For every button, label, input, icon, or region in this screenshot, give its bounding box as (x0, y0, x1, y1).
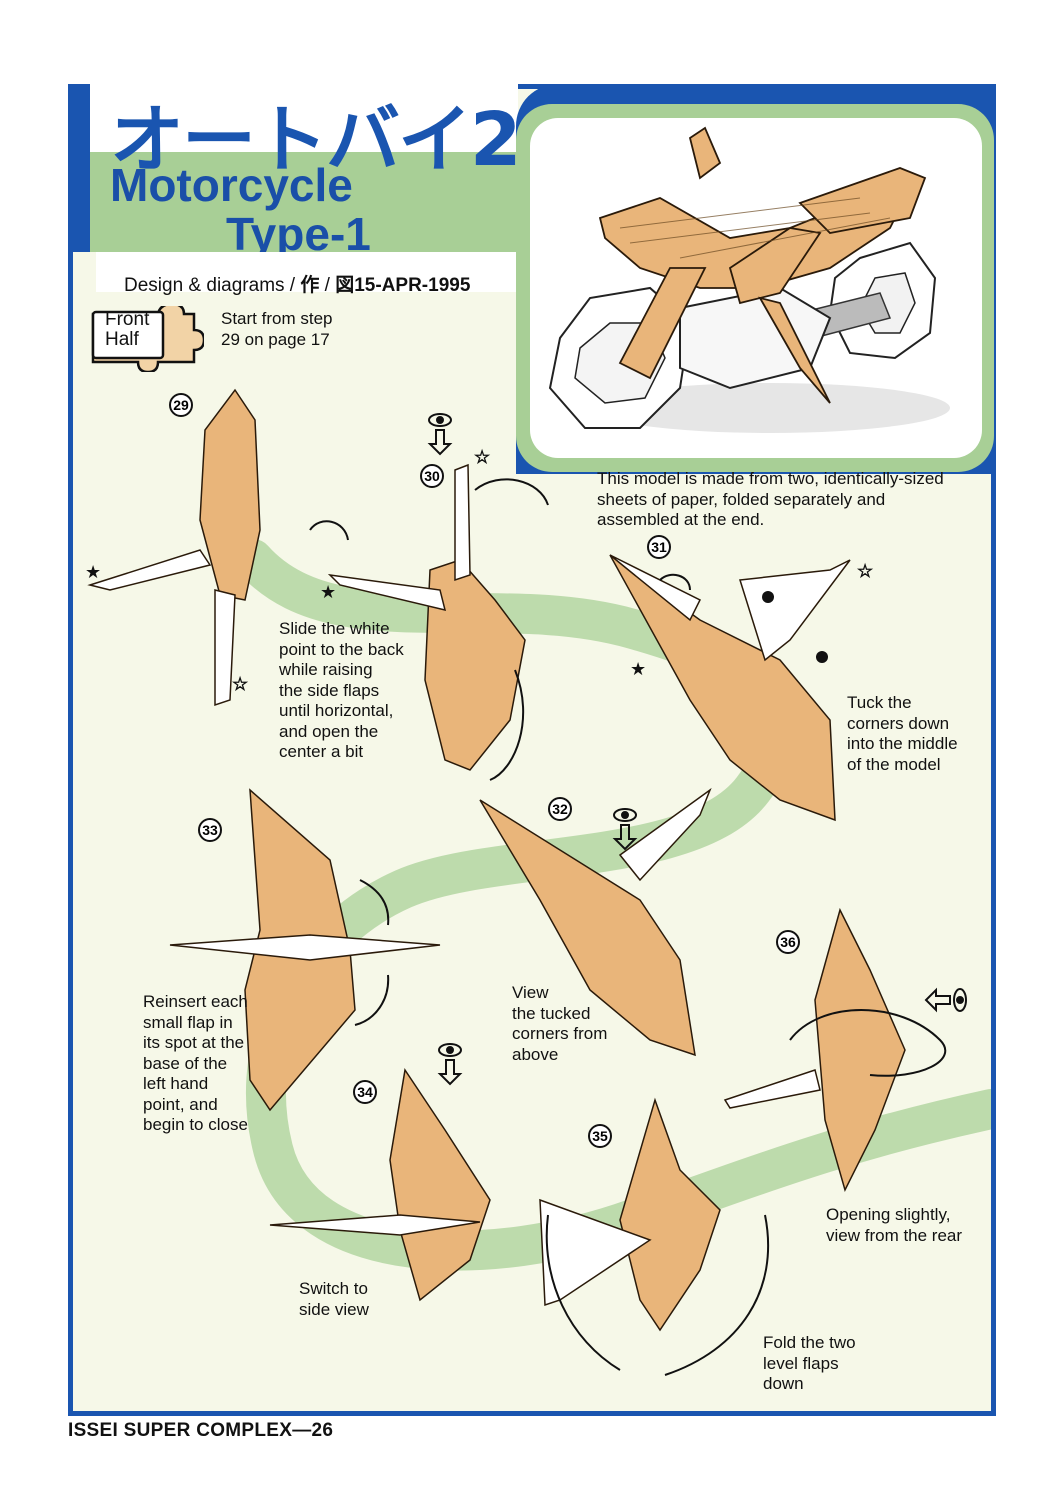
motorcycle-photo (548, 126, 950, 433)
star-icon: ★ (85, 562, 101, 583)
flip-arrow (309, 520, 349, 541)
step36-caption: Opening slightly, view from the rear (826, 1205, 963, 1245)
credit-kanji: 作 (300, 275, 320, 296)
step30-arrow (474, 478, 549, 506)
puzzle-badge-label: Front Half (105, 310, 149, 350)
step-number-29: 29 (169, 393, 193, 417)
puzzle-badge-line2: Half (105, 329, 139, 350)
step-number-34: 34 (353, 1080, 377, 1104)
step36-arrow (789, 1009, 947, 1077)
star-icon: ★ (630, 659, 646, 680)
step31-model (609, 554, 836, 822)
step-number-31: 31 (647, 535, 671, 559)
start-note: Start from step 29 on page 17 (221, 309, 333, 349)
star-icon: ★ (320, 582, 336, 603)
star-outline-icon: ☆ (474, 447, 490, 468)
title-english-line1: Motorcycle (110, 159, 353, 211)
step35-model (619, 1097, 721, 1332)
step31-white (739, 559, 851, 662)
step34-caption: Switch to side view (299, 1279, 369, 1319)
credit-date: 図15-APR-1995 (335, 275, 471, 296)
step31-caption: Tuck the corners down into the middle of… (847, 693, 958, 774)
step36-flap (723, 1069, 821, 1109)
title-japanese: オートバイ2 (110, 97, 521, 183)
step33-arrow-bottom (354, 974, 390, 1026)
eye-view-icon (437, 1043, 463, 1086)
puzzle-badge-line1: Front (105, 309, 150, 330)
step-number-33: 33 (198, 818, 222, 842)
step36-model (814, 907, 906, 1193)
step32-caption: View the tucked corners from above (512, 983, 608, 1064)
eye-view-icon (612, 808, 638, 851)
step30-model (424, 559, 526, 771)
credit-line: Design & diagrams / 作 / 図15-APR-1995 (124, 270, 470, 297)
step31-arrow (659, 573, 691, 591)
step30-caption: Slide the white point to the back while … (279, 619, 404, 761)
step33-flap (169, 934, 441, 961)
reference-dot (762, 591, 774, 603)
step29-point (214, 589, 236, 707)
credit-separator: / (324, 275, 330, 296)
eye-view-icon (924, 987, 967, 1013)
step32-point (618, 787, 712, 882)
step-number-32: 32 (548, 797, 572, 821)
reference-dot (816, 651, 828, 663)
step29-flap (87, 549, 212, 591)
step35-arrow-left (545, 1214, 621, 1371)
step35-arrow-right (664, 1214, 770, 1376)
star-outline-icon: ☆ (857, 561, 873, 582)
title-green-band (90, 152, 516, 252)
title-english-line2: Type-1 (226, 208, 371, 260)
step31-left (609, 554, 702, 622)
step33-arrow-top (359, 879, 390, 926)
page-footer: ISSEI SUPER COMPLEX—26 (68, 1420, 334, 1441)
step30-arrow2 (489, 669, 525, 781)
step30-point (454, 463, 471, 582)
step34-flap (269, 1214, 481, 1236)
credit-row (96, 252, 516, 292)
eye-view-icon (427, 413, 453, 456)
model-note: This model is made from two, identically… (597, 469, 944, 529)
step34-model (389, 1068, 491, 1302)
step32-model (479, 799, 696, 1057)
step-number-36: 36 (776, 930, 800, 954)
step33-caption: Reinsert each small flap in its spot at … (143, 992, 248, 1134)
step-number-30: 30 (420, 464, 444, 488)
step-number-35: 35 (588, 1124, 612, 1148)
star-outline-icon: ☆ (232, 674, 248, 695)
step30-flap (327, 573, 447, 612)
step29-model (199, 388, 261, 601)
step35-caption: Fold the two level flaps down (763, 1333, 856, 1393)
credit-label: Design & diagrams / (124, 275, 296, 296)
